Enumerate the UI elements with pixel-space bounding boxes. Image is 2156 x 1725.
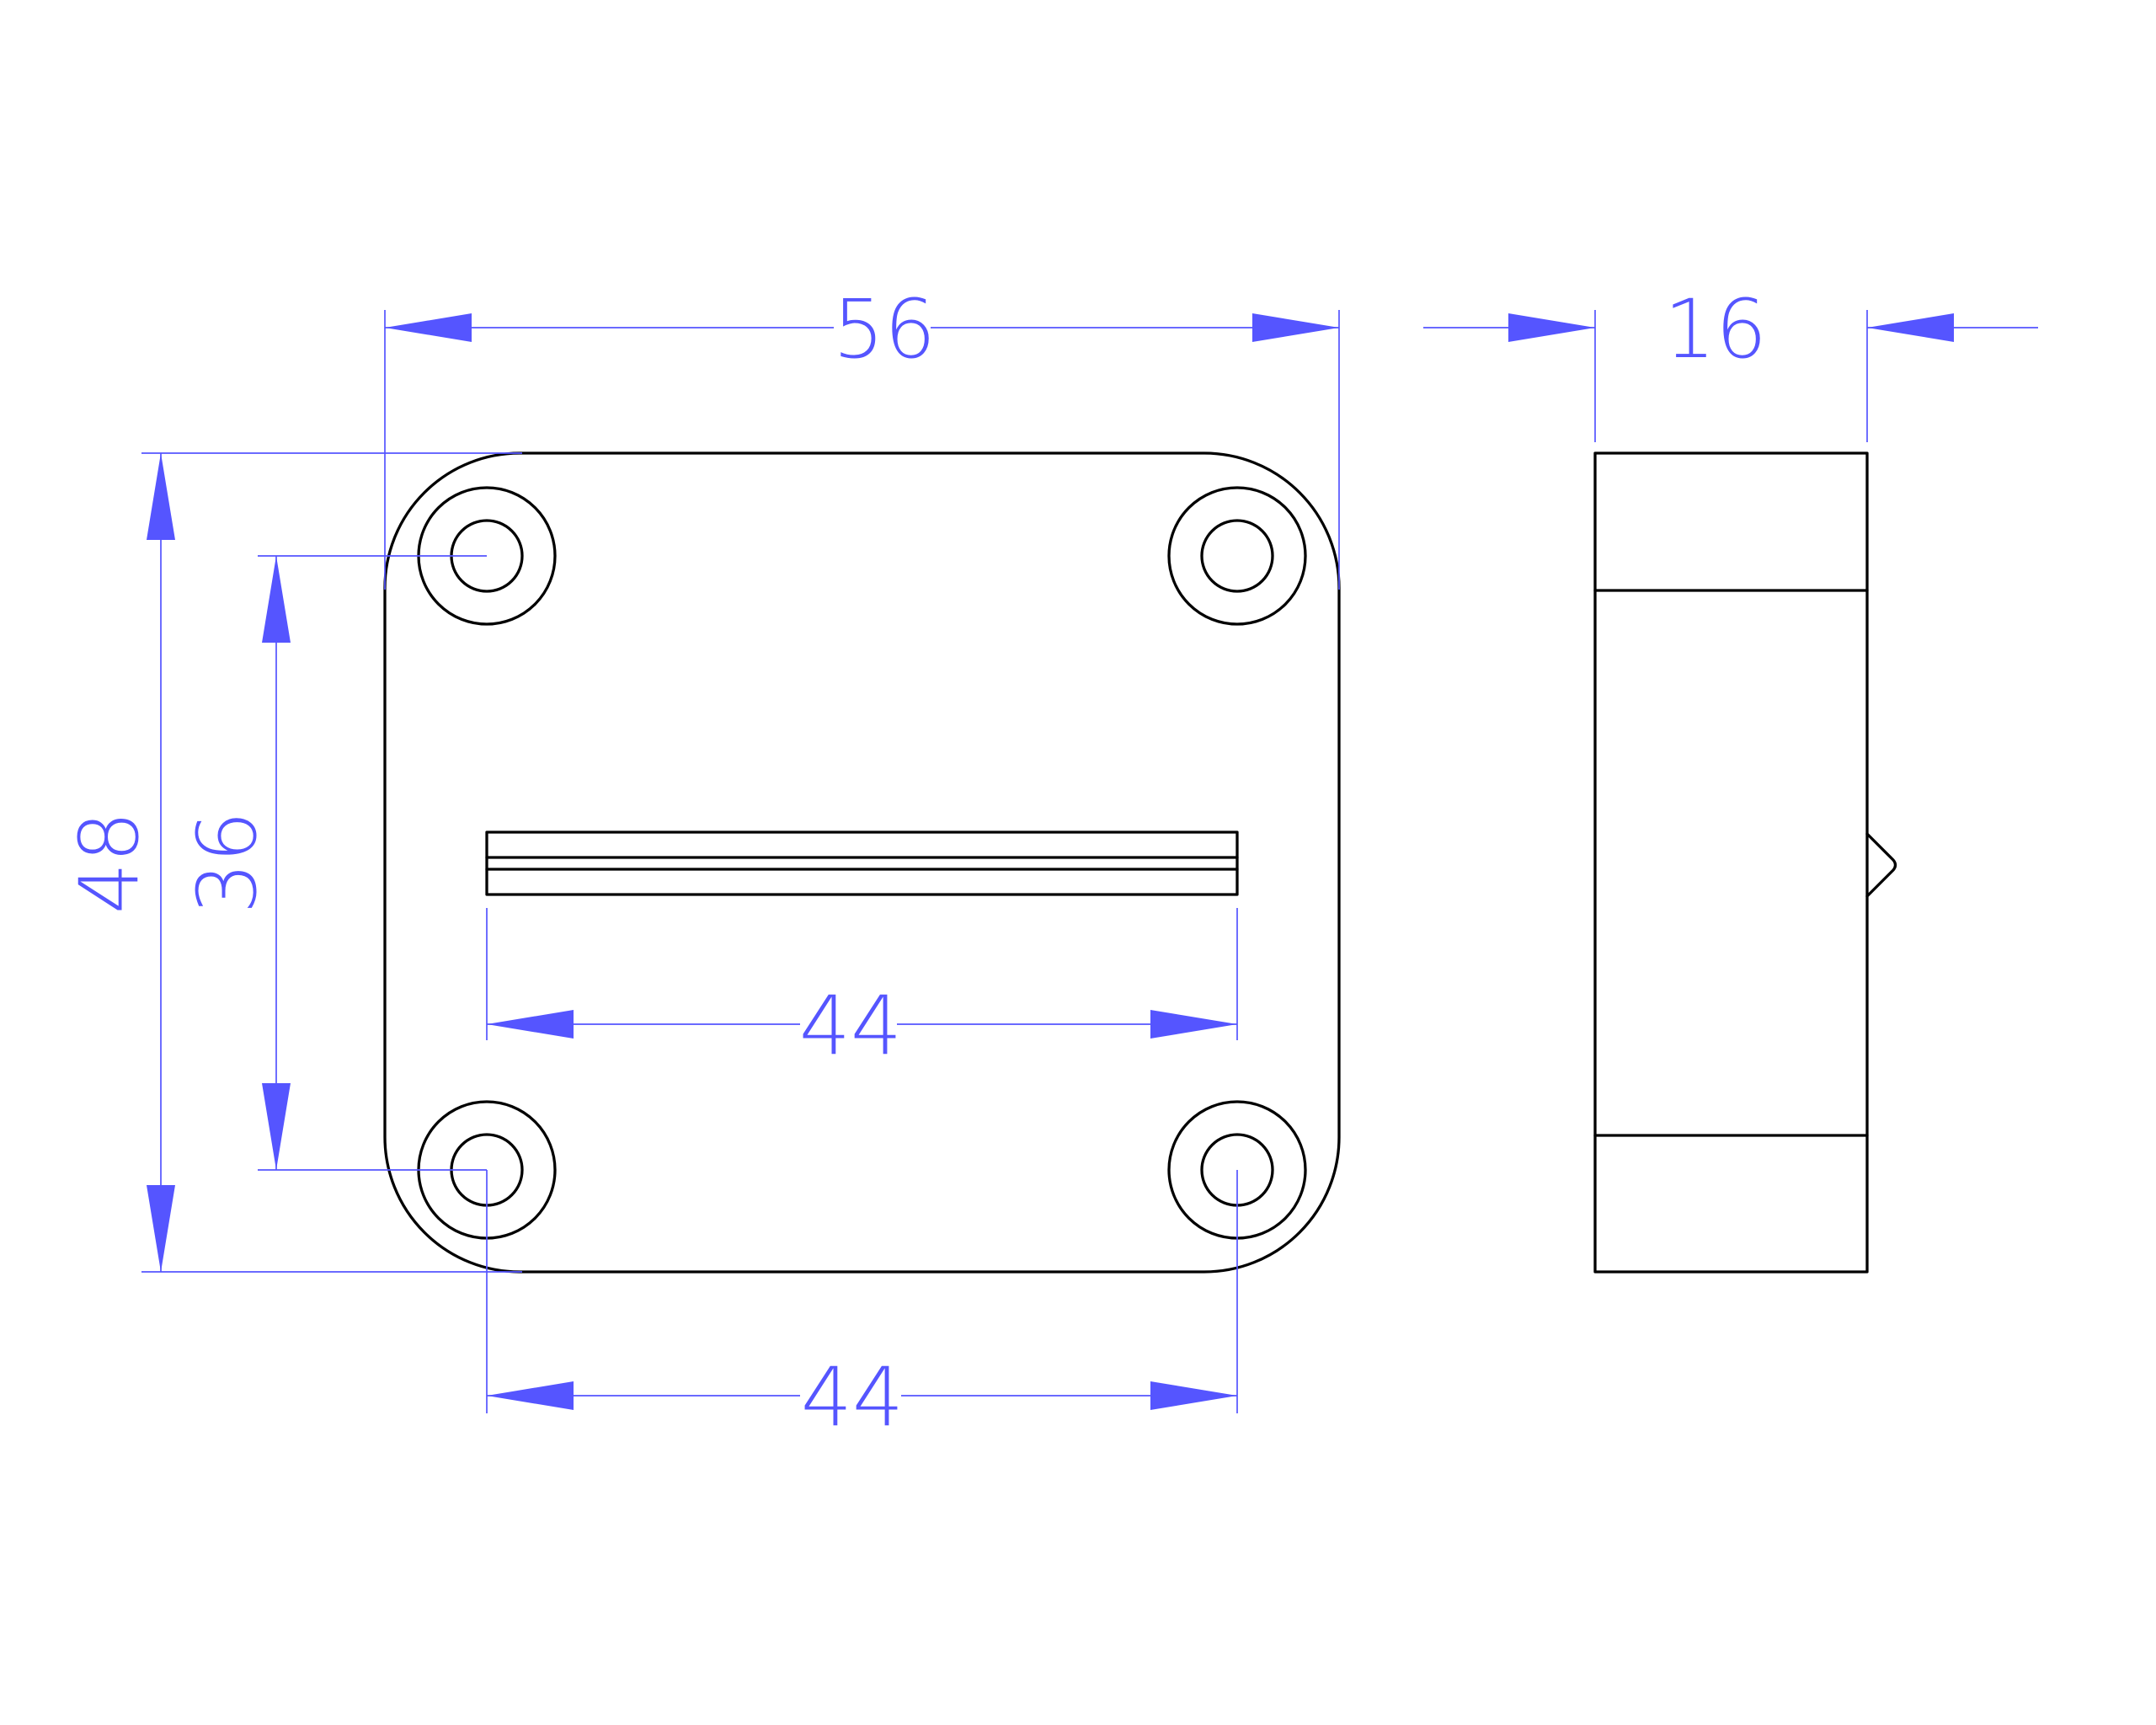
slot (485, 830, 1239, 896)
side-view (1593, 451, 1897, 1274)
dimension-depth: 16 (1423, 282, 2038, 442)
arrowhead (1867, 313, 1954, 342)
hole-outer-ring (1167, 486, 1307, 626)
arrowhead (1150, 1010, 1237, 1039)
mounting-hole-top-right (1167, 486, 1307, 626)
dimension-hole-spacing-vertical: 36 (180, 555, 487, 1171)
dimension-label-width: 56 (833, 282, 936, 377)
arrowhead (1508, 313, 1595, 342)
arrowhead (1252, 313, 1339, 342)
dimension-hole-spacing-horizontal: 44 (486, 1170, 1238, 1445)
latch-tab (1865, 832, 1897, 898)
slot-outline (485, 830, 1239, 896)
arrowhead (147, 453, 175, 540)
arrowhead (487, 1381, 574, 1410)
dimensions: 56 16 48 36 (62, 282, 2038, 1445)
arrowhead (385, 313, 472, 342)
arrowhead (487, 1010, 574, 1039)
arrowhead (1150, 1381, 1237, 1410)
front-view (383, 451, 1341, 1274)
front-view-body-outline (383, 451, 1341, 1274)
arrowhead (262, 1083, 291, 1170)
arrowhead (262, 556, 291, 643)
side-view-body-outline (1593, 451, 1869, 1274)
dimension-overall-width: 56 (384, 282, 1340, 590)
dimension-overall-height: 48 (62, 452, 522, 1273)
arrowhead (147, 1185, 175, 1272)
dimension-label-height: 48 (62, 811, 157, 914)
dimension-slot-length: 44 (486, 908, 1238, 1073)
dimension-label-hole-spacing-horizontal: 44 (801, 1350, 904, 1445)
dimension-label-slot-length: 44 (799, 979, 902, 1073)
dimension-label-depth: 16 (1664, 282, 1767, 377)
hole-inner-bore (1200, 519, 1274, 593)
dimension-label-hole-spacing-vertical: 36 (180, 811, 275, 914)
